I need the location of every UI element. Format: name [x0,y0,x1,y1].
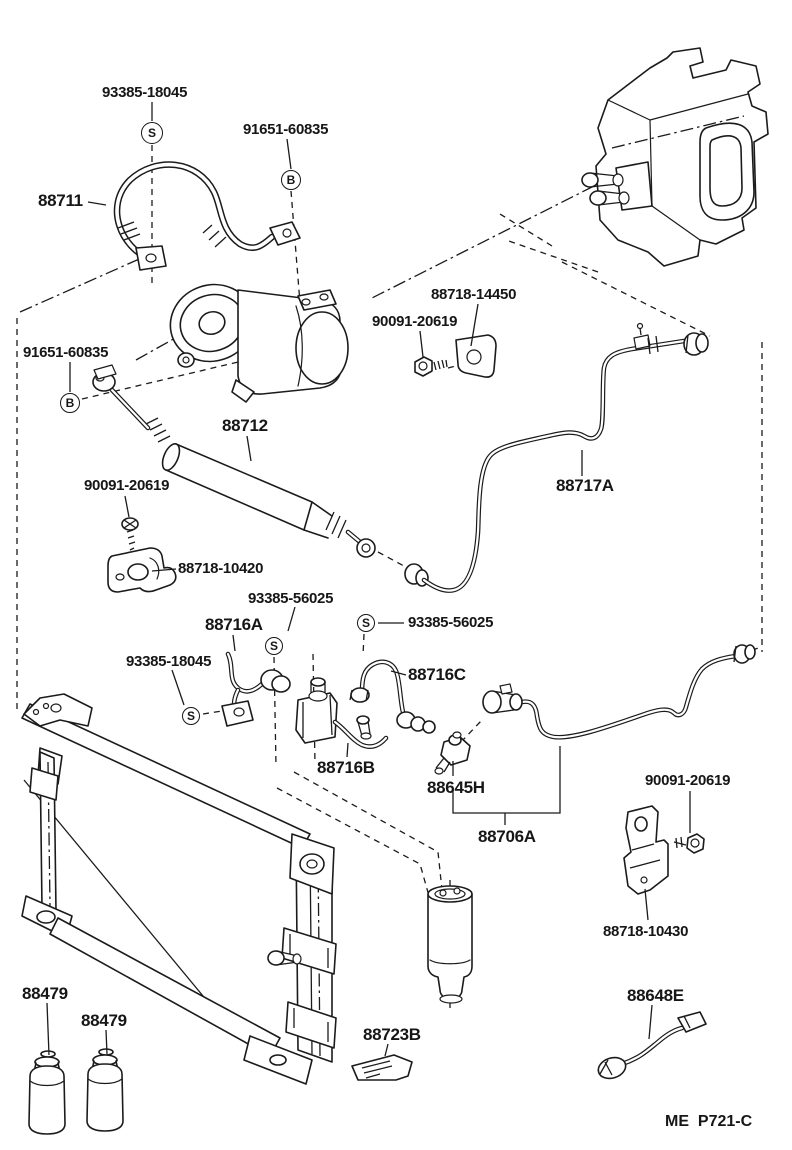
symbol-B-left: B [60,393,80,413]
label-90091-20619-left[interactable]: 90091-20619 [84,477,170,494]
bracket-88718-10430-drawing [623,805,705,895]
wire-88648E-drawing [597,1011,707,1080]
clamp-88718-14450-drawing [414,334,497,378]
label-88645H[interactable]: 88645H [427,778,485,797]
symbol-S-56025-left: S [265,637,283,655]
label-88706A[interactable]: 88706A [478,827,536,846]
label-88711[interactable]: 88711 [38,191,83,210]
label-93385-56025-upper[interactable]: 93385-56025 [248,590,334,607]
label-90091-20619-top[interactable]: 90091-20619 [372,313,458,330]
label-93385-18045-mid[interactable]: 93385-18045 [126,653,212,670]
oil-bottle-right-drawing [86,1048,124,1132]
receiver-drier-drawing [427,885,473,1004]
label-88479-left[interactable]: 88479 [22,984,68,1003]
symbol-S-18045-mid: S [182,707,200,725]
label-88718-10430[interactable]: 88718-10430 [603,923,689,940]
condenser-drawing [21,693,337,1085]
label-88717A[interactable]: 88717A [556,476,614,495]
pipe-88717A-drawing [421,322,709,593]
plate-88723B-drawing [351,1054,413,1081]
label-88648E[interactable]: 88648E [627,986,684,1005]
label-93385-56025-right[interactable]: 93385-56025 [408,614,494,631]
compressor-drawing [169,283,349,403]
label-91651-60835-top[interactable]: 91651-60835 [243,121,329,138]
label-90091-20619-right[interactable]: 90091-20619 [645,772,731,789]
pipe-88712-drawing [92,364,429,587]
oil-bottle-left-drawing [28,1050,66,1135]
label-88716C[interactable]: 88716C [408,665,466,684]
symbol-S-56025-right: S [357,614,375,632]
label-93385-18045-top[interactable]: 93385-18045 [102,84,188,101]
label-88716B[interactable]: 88716B [317,758,375,777]
label-88479-right[interactable]: 88479 [81,1011,127,1030]
label-88716A[interactable]: 88716A [205,615,263,634]
symbol-S-top: S [141,122,163,144]
label-88718-10420[interactable]: 88718-10420 [178,560,264,577]
symbol-B-top: B [281,170,301,190]
hose-88711-drawing [113,161,301,271]
label-91651-60835-left[interactable]: 91651-60835 [23,344,109,361]
junction-fittings-drawing [221,644,756,775]
page-code: ME P721-C [665,1113,753,1130]
evaporator-unit-drawing [581,47,769,267]
leader-lines [46,102,691,1057]
clamp-88718-10420-drawing [107,517,177,593]
label-88718-14450[interactable]: 88718-14450 [431,286,517,303]
label-88723B[interactable]: 88723B [363,1025,421,1044]
label-88712[interactable]: 88712 [222,416,268,435]
